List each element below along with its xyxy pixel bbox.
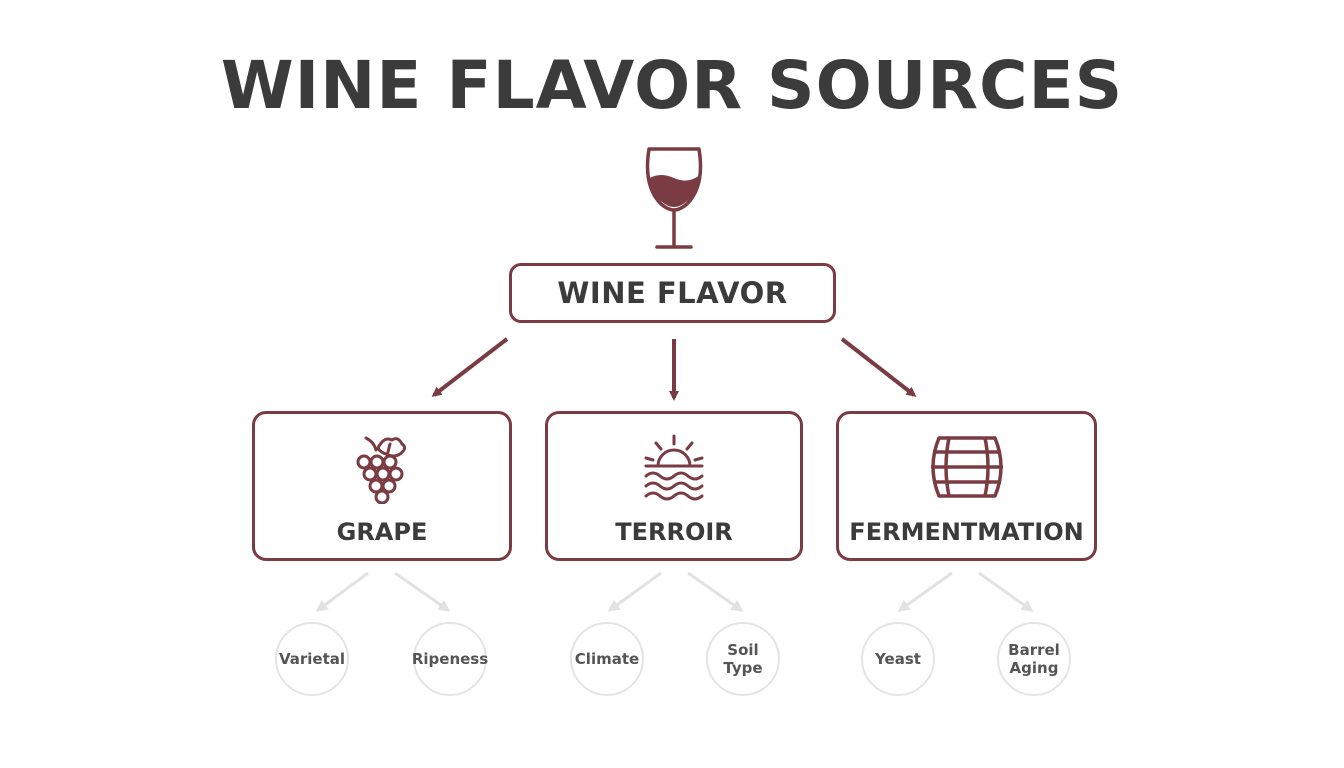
category-label-fermentation: FERMENTMATION [849,518,1084,546]
leaf-label: Barrel Aging [1008,641,1060,677]
root-node-wine-flavor: WINE FLAVOR [509,263,836,323]
category-label-terroir: TERROIR [615,518,733,546]
arrow-terroir-to-soil [687,571,744,612]
leaf-label: Yeast [875,650,921,668]
category-node-grape: GRAPE [252,411,512,561]
category-label-grape: GRAPE [336,518,428,546]
leaf-label: Varietal [278,650,346,668]
arrow-grape-to-varietal [315,571,369,612]
barrel-icon [930,436,1003,498]
leaf-node-soil-type: Soil Type [706,622,780,696]
arrow-grape-to-ripeness [394,571,451,612]
category-node-terroir: TERROIR [545,411,803,561]
sun-over-water-icon [644,434,704,501]
arrow-root-to-grape [431,337,509,397]
arrow-root-to-fermentation [840,337,917,397]
leaf-label: Soil Type [723,641,763,677]
arrow-fermentation-to-yeast [897,571,953,612]
category-node-fermentation: FERMENTMATION [836,411,1097,561]
leaf-label: Ripeness [411,650,489,668]
leaf-node-varietal: Varietal [275,622,349,696]
arrow-terroir-to-climate [607,571,662,612]
wine-glass-icon [645,147,703,249]
arrow-fermentation-to-barrel [978,571,1034,612]
leaf-node-climate: Climate [570,622,644,696]
grapes-icon [356,436,407,504]
leaf-node-yeast: Yeast [861,622,935,696]
leaf-node-barrel-aging: Barrel Aging [997,622,1071,696]
root-node-label: WINE FLAVOR [557,276,788,310]
diagram-title: WINE FLAVOR SOURCES [220,47,1124,124]
leaf-node-ripeness: Ripeness [411,622,489,696]
leaf-label: Climate [574,650,640,668]
